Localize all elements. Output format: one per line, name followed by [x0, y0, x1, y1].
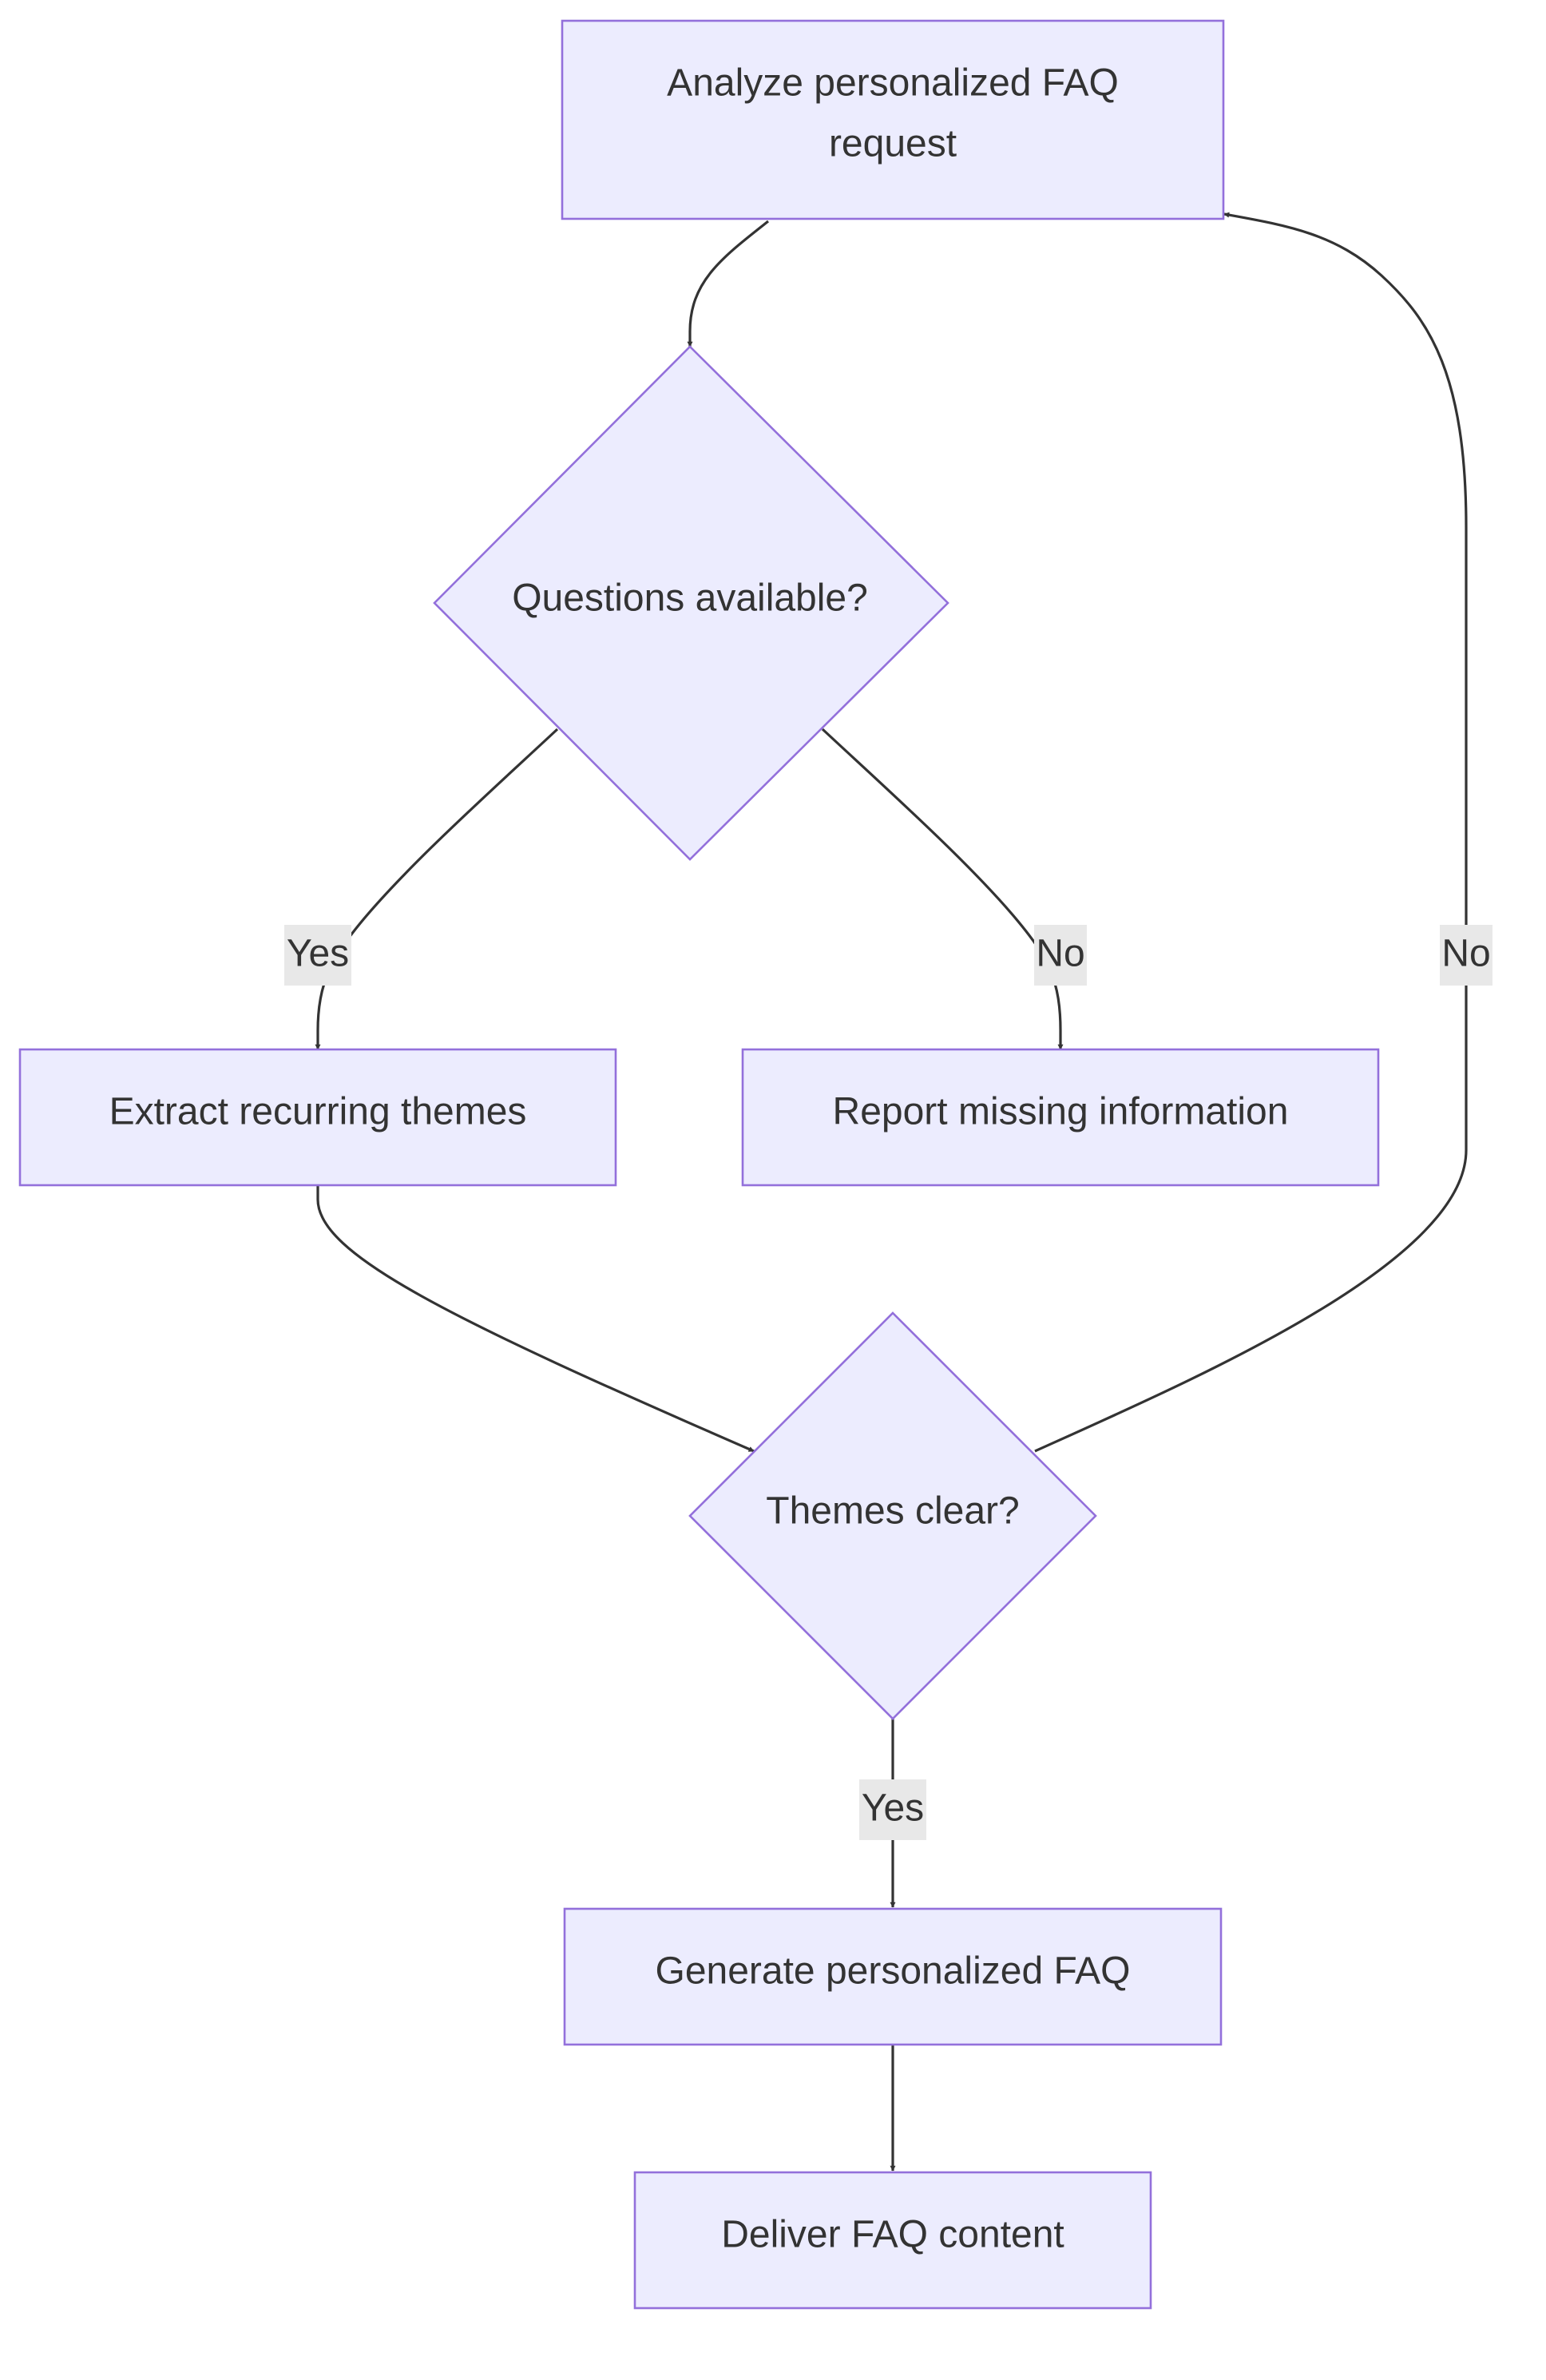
node-questions-available: Questions available? — [433, 345, 949, 861]
node-extract-themes: Extract recurring themes — [18, 1048, 617, 1187]
svg-text:Extract recurring themes: Extract recurring themes — [109, 1091, 527, 1133]
svg-text:No: No — [1441, 933, 1490, 975]
node-generate-faq: Generate personalized FAQ — [563, 1907, 1223, 2046]
svg-text:Report missing information: Report missing information — [833, 1091, 1289, 1133]
edge-themes-to-analyze — [1034, 212, 1468, 1453]
svg-text:No: No — [1036, 933, 1084, 975]
node-themes-clear: Themes clear? — [688, 1311, 1097, 1720]
svg-text:Generate personalized FAQ: Generate personalized FAQ — [655, 1950, 1130, 1993]
edge-label-themes-no: No — [1440, 925, 1492, 986]
edge-questions-to-extract — [315, 728, 559, 1050]
edge-label-themes-yes: Yes — [859, 1779, 926, 1840]
svg-text:Yes: Yes — [862, 1787, 924, 1830]
edge-questions-to-report — [821, 728, 1064, 1050]
edge-label-questions-no: No — [1034, 925, 1087, 986]
svg-text:request: request — [829, 123, 957, 165]
node-deliver-faq: Deliver FAQ content — [633, 2171, 1152, 2310]
edge-label-questions-yes: Yes — [284, 925, 351, 986]
svg-text:Questions available?: Questions available? — [512, 577, 868, 620]
edge-extract-to-themes — [316, 1185, 755, 1453]
edge-analyze-to-questions — [687, 220, 769, 347]
node-report-missing: Report missing information — [741, 1048, 1380, 1187]
svg-text:Analyze personalized FAQ: Analyze personalized FAQ — [667, 62, 1119, 105]
svg-text:Themes clear?: Themes clear? — [766, 1490, 1019, 1533]
node-analyze-request: Analyze personalized FAQ request — [561, 19, 1225, 220]
svg-text:Deliver FAQ content: Deliver FAQ content — [721, 2214, 1064, 2256]
svg-text:Yes: Yes — [287, 933, 349, 975]
